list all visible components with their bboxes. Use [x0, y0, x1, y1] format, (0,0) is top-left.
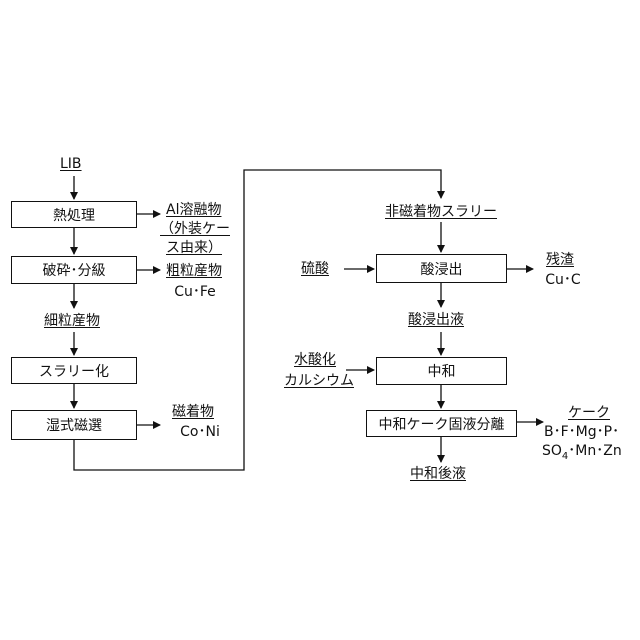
- product-residue-line1: 残渣: [546, 251, 574, 270]
- input-calcium-hydroxide-line1: 水酸化: [294, 351, 336, 370]
- product-coarse-line2: Cu･Fe: [166, 283, 224, 302]
- product-leachate: 酸浸出液: [408, 311, 464, 330]
- product-al-melt-line3: ス由来）: [166, 239, 222, 258]
- input-lib: LIB: [60, 155, 82, 174]
- product-cake-mn-zn: ･Mn･Zn: [568, 443, 621, 459]
- product-cake-so: SO: [542, 443, 562, 459]
- product-non-magnetic-slurry: 非磁着物スラリー: [385, 203, 497, 222]
- process-neutralize: 中和: [376, 357, 507, 385]
- product-magnetic-line2: Co･Ni: [170, 423, 230, 442]
- product-neutralized-liquid: 中和後液: [410, 465, 466, 484]
- product-magnetic-line1: 磁着物: [172, 403, 214, 422]
- product-cake-line2: B･F･Mg･P･: [544, 423, 619, 442]
- input-sulfuric-acid: 硫酸: [301, 260, 329, 279]
- input-calcium-hydroxide-line2: カルシウム: [284, 372, 354, 391]
- process-heat-treatment: 熱処理: [11, 201, 137, 228]
- product-coarse-line1: 粗粒産物: [166, 262, 222, 281]
- product-residue-line2: Cu･C: [537, 271, 589, 290]
- process-crush-classify: 破砕･分級: [11, 256, 137, 284]
- product-fine: 細粒産物: [44, 312, 100, 331]
- product-cake-line3: SO4･Mn･Zn: [542, 442, 622, 466]
- process-wet-magnetic: 湿式磁選: [11, 410, 137, 440]
- process-acid-leach: 酸浸出: [376, 254, 507, 283]
- product-al-melt-line2: （外装ケー: [160, 220, 230, 239]
- product-cake-line1: ケーク: [568, 404, 610, 423]
- product-al-melt-line1: Al溶融物: [166, 201, 221, 220]
- process-slurry: スラリー化: [11, 357, 137, 384]
- process-cake-separation: 中和ケーク固液分離: [366, 410, 517, 437]
